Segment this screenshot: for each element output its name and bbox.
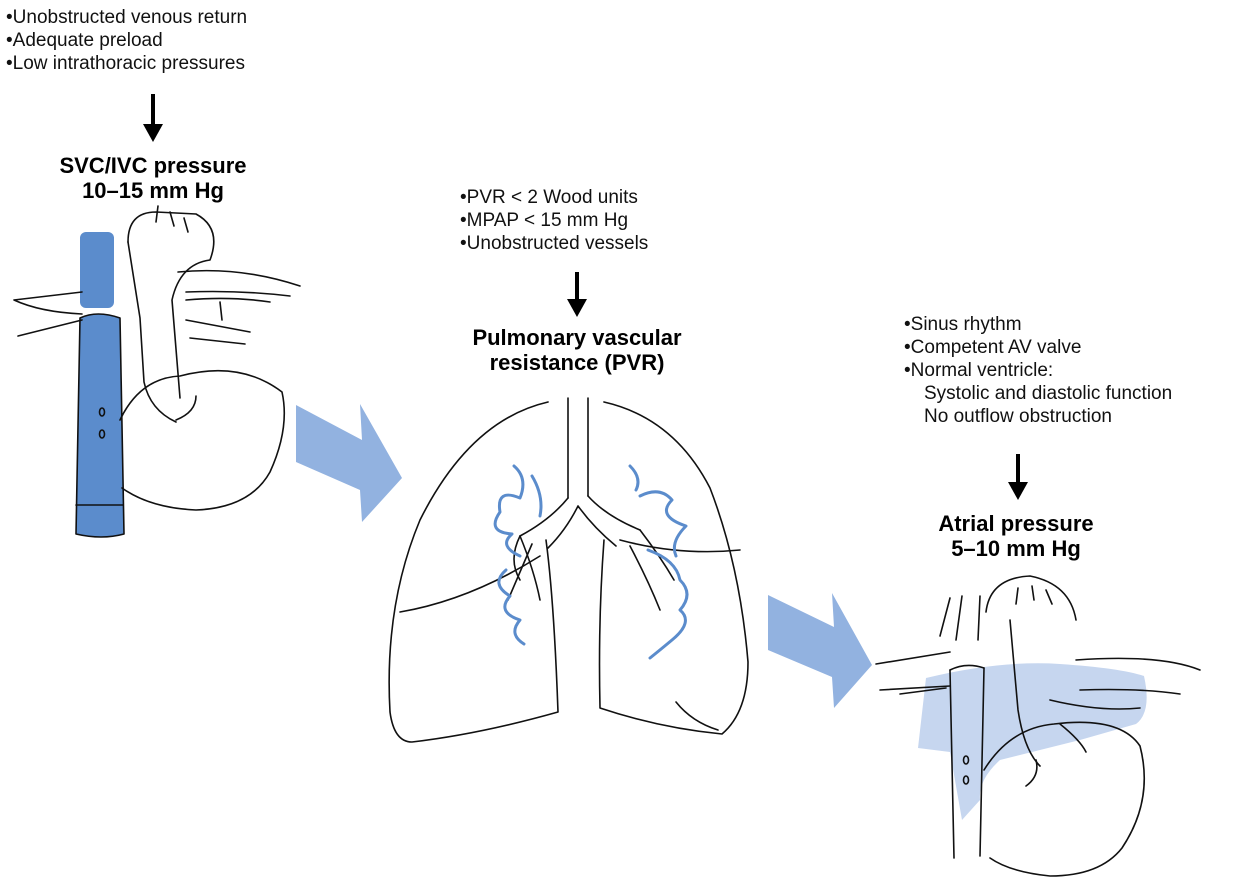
stage-1-title-line1: SVC/IVC pressure (28, 153, 278, 178)
stage-3-title-line2: 5–10 mm Hg (896, 536, 1136, 561)
stage-3-conditions: •Sinus rhythm •Competent AV valve •Norma… (904, 313, 1172, 428)
superior-vena-cava (80, 232, 114, 308)
stage-2-title-line1: Pulmonary vascular (432, 325, 722, 350)
flow-arrow-2 (768, 593, 872, 708)
down-arrow-1 (143, 94, 163, 142)
condition-item: •PVR < 2 Wood units (460, 186, 648, 209)
stage-3-title-line1: Atrial pressure (896, 511, 1136, 536)
flow-arrow-1 (296, 404, 402, 522)
sub-condition-item: No outflow obstruction (904, 405, 1172, 428)
stage-1-conditions: •Unobstructed venous return •Adequate pr… (6, 6, 247, 75)
condition-item: •Adequate preload (6, 29, 247, 52)
sub-condition-item: Systolic and diastolic function (904, 382, 1172, 405)
stage-1-title: SVC/IVC pressure 10–15 mm Hg (28, 153, 278, 203)
condition-item: •Low intrathoracic pressures (6, 52, 247, 75)
condition-item: •Unobstructed vessels (460, 232, 648, 255)
heart-illustration-1 (14, 206, 300, 537)
inferior-vena-cava (76, 314, 124, 537)
condition-item: •Unobstructed venous return (6, 6, 247, 29)
pulmonary-vessels-left (495, 466, 541, 644)
stage-3-title: Atrial pressure 5–10 mm Hg (896, 511, 1136, 561)
heart-illustration-2 (876, 576, 1200, 876)
condition-item: •Sinus rhythm (904, 313, 1172, 336)
down-arrow-2 (567, 272, 587, 317)
stage-2-title: Pulmonary vascular resistance (PVR) (432, 325, 722, 375)
stage-2-title-line2: resistance (PVR) (432, 350, 722, 375)
down-arrow-3 (1008, 454, 1028, 500)
condition-item: •Competent AV valve (904, 336, 1172, 359)
stage-2-conditions: •PVR < 2 Wood units •MPAP < 15 mm Hg •Un… (460, 186, 648, 255)
condition-item: •Normal ventricle: (904, 359, 1172, 382)
lungs-illustration (389, 398, 748, 742)
stage-1-title-line2: 10–15 mm Hg (28, 178, 278, 203)
condition-item: •MPAP < 15 mm Hg (460, 209, 648, 232)
